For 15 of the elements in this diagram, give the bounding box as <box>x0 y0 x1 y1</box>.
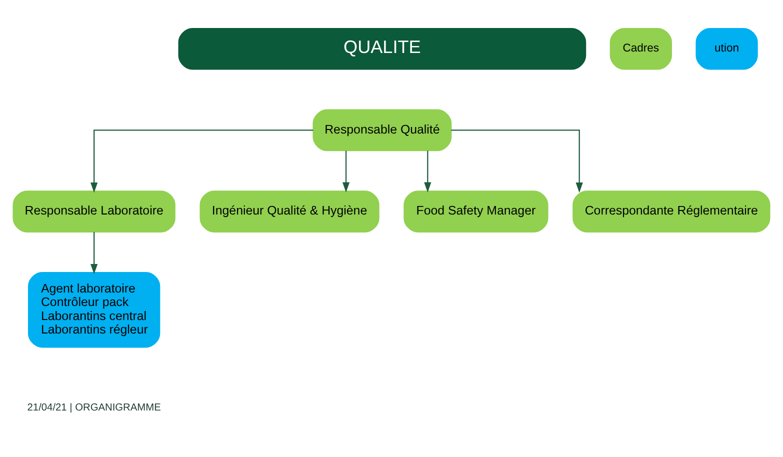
legend-label: ution <box>714 42 740 55</box>
node-box: Responsable Qualité <box>312 109 452 152</box>
node-box: Ingénieur Qualité & Hygiène <box>200 190 380 232</box>
arrow <box>424 150 432 192</box>
node-box: Food Safety Manager <box>404 190 548 232</box>
arrow <box>90 130 314 193</box>
diagram-title: QUALITE <box>344 37 421 58</box>
label: 21/04/21 | ORGANIGRAMME <box>27 402 161 414</box>
node-box: Responsable Laboratoire <box>12 190 176 232</box>
legend-label: Cadres <box>622 42 660 55</box>
arrow <box>451 130 583 193</box>
node-box: Agent laboratoire Contrôleur pack Laborantins central Laborantins régleur <box>28 272 160 348</box>
arrow <box>342 150 350 192</box>
node-box: Correspondante Réglementaire <box>572 190 770 232</box>
arrow <box>90 232 98 274</box>
